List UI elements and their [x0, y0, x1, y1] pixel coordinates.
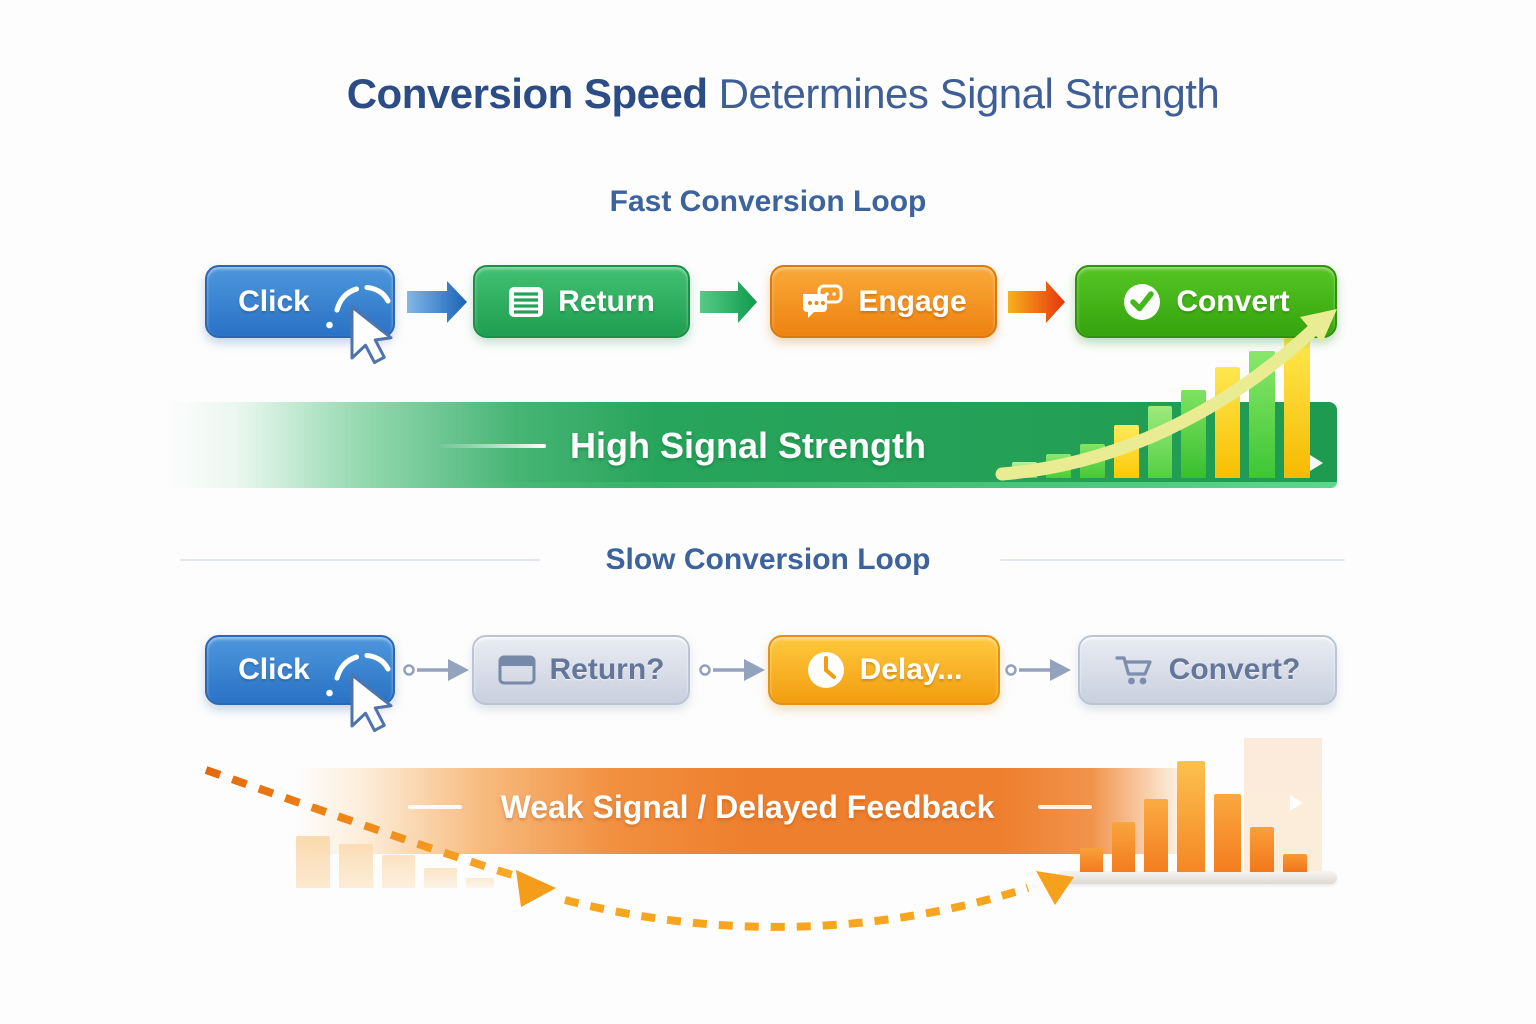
bar	[1012, 462, 1037, 478]
return-label: Return	[558, 284, 655, 318]
delayed-bars-chart	[1080, 761, 1307, 872]
engage-button[interactable]: Engage	[770, 265, 997, 338]
return-question-label: Return?	[549, 653, 665, 686]
bar	[1148, 406, 1172, 478]
check-circle-icon	[1124, 283, 1161, 320]
arrow-return-to-engage	[700, 281, 757, 323]
bar	[1080, 444, 1105, 478]
bar	[1114, 425, 1139, 478]
browser-window-icon	[498, 655, 535, 685]
bar	[1046, 454, 1071, 478]
high-signal-label: High Signal Strength	[570, 425, 926, 466]
bar	[296, 836, 330, 888]
bar	[424, 868, 457, 888]
chart-platform	[1057, 871, 1337, 884]
click-button-slow[interactable]: Click	[205, 635, 395, 705]
arrow-click-to-return	[407, 281, 467, 323]
bar	[1144, 799, 1168, 872]
title-rest: Determines Signal Strength	[718, 70, 1220, 117]
bar	[1250, 827, 1274, 872]
delay-button[interactable]: Delay...	[768, 635, 1000, 705]
bar	[1080, 848, 1103, 872]
click-label: Click	[238, 653, 310, 686]
bar	[1284, 338, 1310, 478]
bar	[1112, 822, 1135, 872]
clock-icon	[807, 652, 844, 688]
slow-loop-heading: Slow Conversion Loop	[605, 543, 931, 576]
bar	[1214, 794, 1241, 872]
convert-question-button[interactable]: Convert?	[1078, 635, 1337, 705]
arrow-engage-to-convert	[1008, 281, 1065, 323]
bar	[1249, 351, 1275, 478]
click-label: Click	[238, 284, 310, 318]
engage-label: Engage	[858, 284, 967, 318]
fast-loop-heading: Fast Conversion Loop	[609, 185, 927, 218]
bar	[339, 844, 373, 888]
banner-accent-line	[440, 444, 546, 448]
return-button[interactable]: Return	[473, 265, 690, 338]
page-title: Conversion Speed Determines Signal Stren…	[0, 70, 1536, 118]
rising-bars-chart	[1012, 338, 1310, 478]
convert-label: Convert	[1176, 284, 1290, 318]
declining-bars-chart	[296, 836, 494, 888]
dotted-feedback-curve	[564, 871, 1074, 931]
convert-button[interactable]: Convert	[1075, 265, 1337, 338]
bar	[1215, 367, 1240, 478]
delay-label: Delay...	[859, 653, 963, 686]
divider-right	[1000, 559, 1345, 561]
chat-bubbles-icon	[803, 284, 843, 318]
banner-dash-right	[1038, 805, 1092, 809]
shopping-cart-icon	[1115, 656, 1152, 685]
bar	[466, 878, 494, 888]
convert-question-label: Convert?	[1168, 653, 1301, 686]
list-icon	[509, 286, 544, 317]
bar	[382, 855, 415, 888]
banner-dash-left	[408, 805, 462, 809]
weak-signal-label: Weak Signal / Delayed Feedback	[500, 789, 995, 825]
click-button-fast[interactable]: Click	[205, 265, 395, 338]
title-emphasis: Conversion Speed	[346, 70, 708, 117]
bar	[1181, 390, 1206, 478]
bar	[1177, 761, 1205, 872]
divider-left	[180, 559, 540, 561]
return-question-button[interactable]: Return?	[472, 635, 690, 705]
bar	[1283, 854, 1307, 872]
